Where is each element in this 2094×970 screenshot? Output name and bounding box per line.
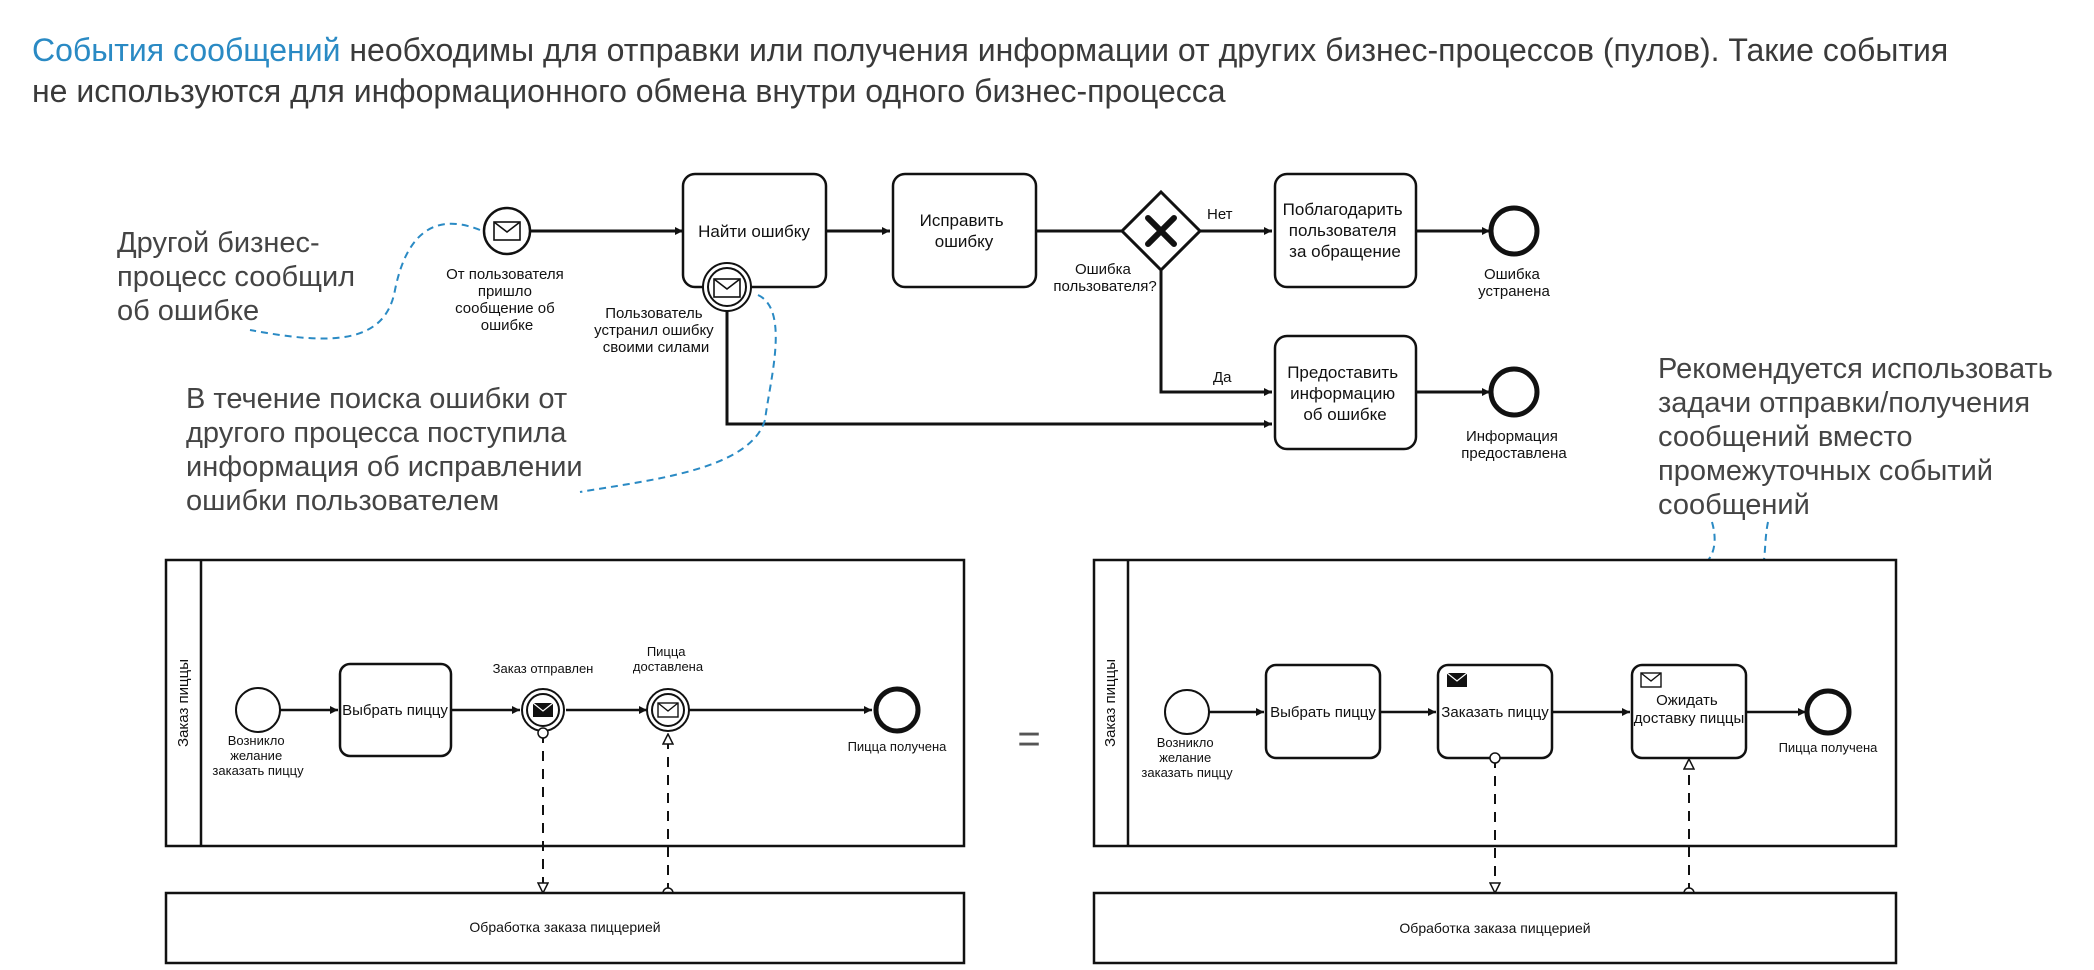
flow-label-no: Нет [1207, 206, 1233, 223]
gateway-label: Ошибка пользователя? [1053, 261, 1156, 295]
right-end-event [1804, 688, 1852, 736]
svg-text:Предоставить информацию: Предоставить информацию об ошибке [1287, 363, 1403, 424]
boundary-event-label: Пользователь устранил ошибку своими сила… [594, 305, 718, 356]
start-message-event [482, 206, 532, 256]
task-provide-info: Предоставить информацию об ошибке [1273, 334, 1418, 451]
right-task-choose-label: Выбрать пиццу [1270, 704, 1376, 721]
right-task-choose [1264, 663, 1382, 760]
boundary-message-event [702, 262, 752, 312]
svg-text:Обработка заказа пиццерией: Обработка заказа пиццерией [469, 919, 660, 935]
end-event-provided [1488, 366, 1540, 418]
left-start-label: Возникло желание заказать пиццу [212, 733, 304, 778]
left-pool: Заказ пиццы Возникло желание заказать пи… [164, 558, 966, 893]
equals-sign: = [1017, 717, 1040, 761]
task-fix-error: Исправить ошибку [891, 172, 1038, 289]
intro-text: необходимы для отправки или получения ин… [32, 32, 1949, 109]
right-pool: Заказ пиццы Возникло желание заказать пи… [1092, 558, 1898, 893]
intro-accent-term: События сообщений [32, 32, 341, 68]
left-throw-label: Заказ отправлен [493, 661, 594, 676]
right-end-label: Пицца получена [1779, 740, 1879, 755]
left-task-choose-label: Выбрать пиццу [342, 702, 448, 719]
annotation-recommend: Рекомендуется использовать задачи отправ… [1658, 353, 2061, 521]
right-message-flows [1495, 758, 1689, 893]
right-start-label: Возникло желание заказать пиццу [1141, 735, 1233, 780]
intro-paragraph: События сообщений необходимы для отправк… [32, 30, 1992, 112]
annotation-during-search: В течение поиска ошибки от другого проце… [186, 383, 591, 517]
svg-text:Исправить ошибку: Исправить ошибку [920, 211, 1009, 251]
x-mark-icon [1145, 215, 1177, 247]
left-bottom-pool: Обработка заказа пиццерией [164, 891, 966, 965]
task-find-error: Найти ошибку [681, 172, 828, 289]
top-sequence-flows [531, 227, 1490, 428]
left-catch-message-event [646, 688, 690, 732]
left-end-label: Пицца получена [848, 739, 948, 754]
annotation-other-process: Другой бизнес- процесс сообщил об ошибке [117, 227, 363, 327]
right-bottom-pool: Обработка заказа пиццерией [1092, 891, 1898, 965]
right-lane-label: Заказ пиццы [1102, 659, 1119, 747]
svg-text:Поблагодарить пользовате: Поблагодарить пользователя за обращение [1283, 200, 1408, 261]
left-task-choose [338, 662, 453, 758]
left-message-flows [543, 733, 668, 893]
left-end-event [873, 686, 921, 734]
end-event-fixed [1488, 205, 1540, 257]
left-start-event [235, 687, 281, 733]
svg-text:Найти ошибку: Найти ошибку [698, 222, 810, 241]
end-fixed-label: Ошибка устранена [1478, 266, 1550, 300]
svg-text:Обработка заказа пиццерией: Обработка заказа пиццерией [1399, 920, 1590, 936]
svg-text:Заказать пиццу: Заказать пиццу [1441, 704, 1549, 721]
flow-label-yes: Да [1213, 369, 1232, 386]
start-event-label: От пользователя пришло сообщение об ошиб… [446, 266, 568, 334]
right-task-order: Заказать пиццу [1436, 663, 1554, 760]
left-catch-label: Пицца доставлена [633, 644, 704, 674]
svg-text:Ожидать доставку пиццы: Ожидать доставку пиццы [1634, 692, 1744, 727]
left-lane-label: Заказ пиццы [175, 659, 192, 747]
right-task-wait: Ожидать доставку пиццы [1630, 663, 1748, 760]
left-throw-message-event [521, 688, 565, 732]
task-thank-user: Поблагодарить пользователя за обращение [1273, 172, 1418, 289]
end-provided-label: Информация предоставлена [1461, 428, 1567, 462]
right-start-event [1164, 689, 1210, 735]
exclusive-gateway [1119, 189, 1203, 273]
